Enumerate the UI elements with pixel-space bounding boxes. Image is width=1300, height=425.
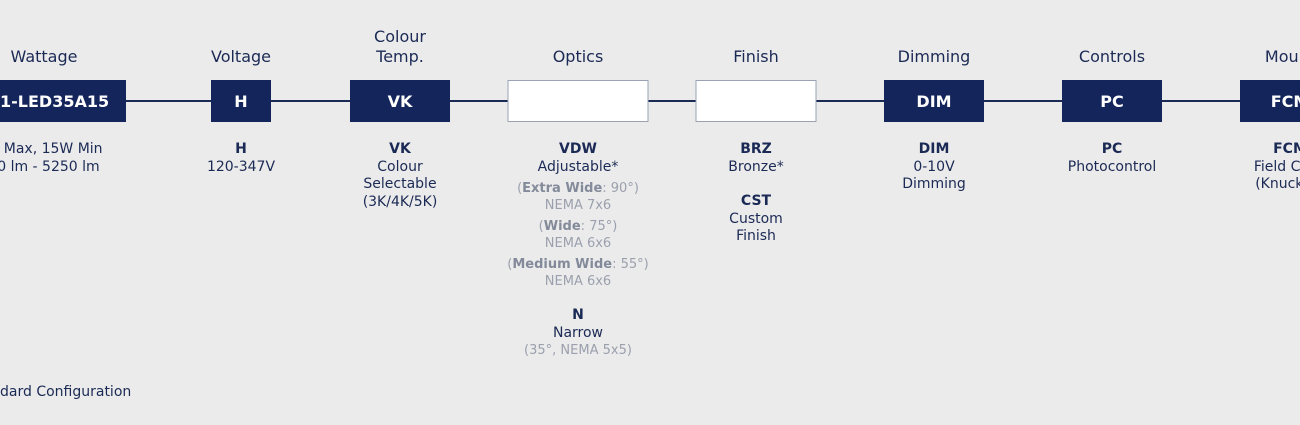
code-box-label: FL1-LED35A15: [0, 91, 110, 111]
code-box-voltage: H: [211, 80, 271, 122]
column-finish: Finish BRZ Bronze* CST Custom Finish: [676, 0, 836, 425]
option-code: DIM: [918, 141, 950, 157]
column-header: Colour Temp.: [374, 27, 426, 67]
option-code: VK: [389, 141, 411, 157]
code-box-label: PC: [1100, 91, 1124, 111]
column-description: W Max, 15W Min 00 lm - 5250 lm: [0, 141, 103, 176]
code-box-label: FCM: [1270, 91, 1300, 111]
column-optics: Optics VDW Adjustable* (Extra Wide: 90°)…: [478, 0, 678, 425]
column-dimming: Dimming DIM DIM 0-10V Dimming: [854, 0, 1014, 425]
optic-nema: NEMA 6x6: [544, 274, 612, 289]
column-header: Wattage: [11, 47, 78, 67]
option-code: CST: [740, 193, 772, 209]
code-box-label: VK: [387, 91, 413, 111]
header-line: Finish: [733, 47, 779, 66]
description-line: Colour: [377, 158, 423, 175]
code-box-optics[interactable]: [507, 80, 649, 122]
header-line: Wattage: [10, 47, 78, 66]
column-header: Dimming: [898, 47, 971, 67]
description-line: Bronze*: [728, 158, 784, 175]
description-line: 0-10V: [913, 158, 955, 175]
optic-nema: NEMA 6x6: [544, 236, 612, 251]
description-line: (3K/4K/5K): [362, 193, 438, 210]
code-box-label: DIM: [916, 91, 952, 111]
code-box-colour-temp: VK: [350, 80, 450, 122]
code-box-controls: PC: [1062, 80, 1162, 122]
description-line: Dimming: [902, 176, 966, 192]
column-mount-clip: Mount FCM FCM Field Conv (Knuckle ,: [1160, 0, 1300, 425]
description-line: 00 lm - 5250 lm: [0, 158, 100, 175]
header-line: Mount: [1264, 47, 1300, 66]
optic-option: (Medium Wide: 55°): [507, 257, 649, 272]
description-line: Narrow: [552, 324, 604, 341]
description-line: Selectable: [363, 176, 437, 192]
option-code: BRZ: [740, 141, 772, 157]
code-box-dimming: DIM: [884, 80, 984, 122]
column-header: Controls: [1079, 47, 1145, 67]
optic-nema: NEMA 7x6: [544, 198, 612, 213]
column-voltage: Voltage H H 120-347V: [161, 0, 321, 425]
column-description: DIM 0-10V Dimming: [902, 141, 966, 194]
description-line: Finish: [736, 228, 776, 244]
description-line: Custom: [729, 210, 783, 227]
description-line: Photocontrol: [1067, 158, 1157, 175]
header-line: Colour: [374, 27, 426, 46]
column-colour-temp: Colour Temp. VK VK Colour Selectable (3K…: [320, 0, 480, 425]
header-line: Controls: [1078, 47, 1146, 66]
column-header: Finish: [733, 47, 779, 67]
column-description: VK Colour Selectable (3K/4K/5K): [363, 141, 438, 211]
code-box-wattage: FL1-LED35A15: [0, 80, 126, 122]
option-code: H: [235, 141, 247, 157]
description-line: Adjustable*: [537, 158, 619, 175]
option-code: FCM: [1273, 141, 1300, 157]
header-line: Temp.: [376, 47, 424, 66]
connector-line: [0, 100, 1300, 102]
code-box-label: H: [234, 91, 248, 111]
column-description: FCM Field Conv (Knuckle ,: [1254, 141, 1300, 194]
column-description: BRZ Bronze* CST Custom Finish: [728, 141, 783, 246]
column-wattage: Wattage FL1-LED35A15 W Max, 15W Min 00 l…: [0, 0, 144, 425]
description-line: W Max, 15W Min: [0, 141, 103, 157]
header-line: Voltage: [210, 47, 272, 66]
description-line: 120-347V: [206, 158, 276, 175]
column-mount: Mount FCM FCM Field Conv (Knuckle ,: [1210, 0, 1300, 425]
optic-option: (Wide: 75°): [538, 219, 618, 234]
column-header: Voltage: [211, 47, 271, 67]
header-line: Dimming: [897, 47, 971, 66]
optic-note: (35°, NEMA 5x5): [524, 343, 632, 358]
footnote-text: dard Configuration: [0, 384, 132, 400]
code-box-finish[interactable]: [695, 80, 817, 122]
code-box-mount: FCM: [1240, 80, 1300, 122]
column-controls: Controls PC PC Photocontrol: [1032, 0, 1192, 425]
column-description: H 120-347V: [207, 141, 275, 176]
column-description: VDW Adjustable* (Extra Wide: 90°) NEMA 7…: [507, 141, 648, 359]
description-line: (Knuckle ,: [1255, 176, 1300, 192]
column-description: PC Photocontrol: [1068, 141, 1156, 176]
standard-configuration-footnote: dard Configuration: [0, 384, 131, 400]
description-line: Field Conv: [1253, 158, 1300, 175]
option-code: PC: [1101, 141, 1123, 157]
column-header: Mount: [1265, 47, 1300, 67]
optic-option: (Extra Wide: 90°): [517, 181, 639, 196]
option-code: VDW: [559, 141, 597, 157]
column-header: Optics: [553, 47, 604, 67]
header-line: Optics: [552, 47, 604, 66]
option-code: N: [572, 307, 584, 323]
